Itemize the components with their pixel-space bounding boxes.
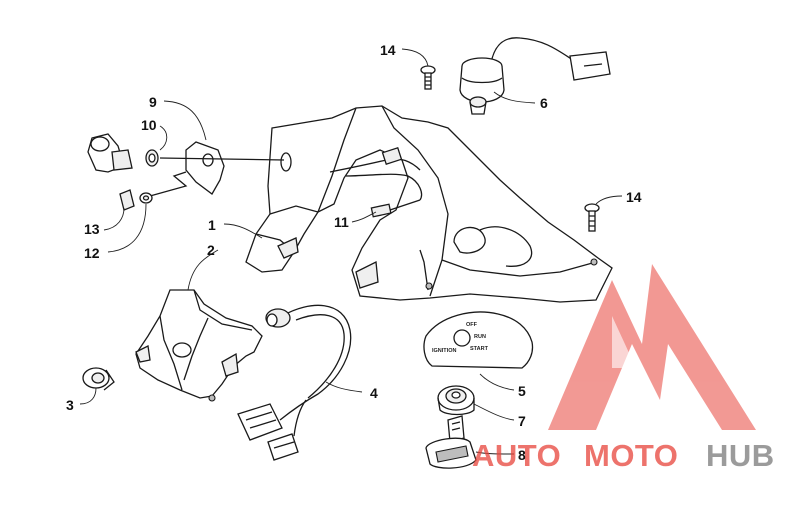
callout-14-top: 14 bbox=[380, 42, 396, 58]
callout-numbers: 9 10 13 12 1 2 3 4 11 6 14 14 5 7 8 bbox=[66, 42, 642, 463]
ignition-nut-part-7 bbox=[437, 385, 475, 416]
upper-console-part-1 bbox=[245, 105, 613, 303]
callout-6: 6 bbox=[540, 95, 548, 111]
callout-14-right: 14 bbox=[626, 189, 642, 205]
callout-12: 12 bbox=[84, 245, 100, 261]
label-ignition: IGNITION bbox=[432, 348, 456, 354]
watermark-text-hub: HUB bbox=[706, 438, 775, 473]
wiring-harness-part-11 bbox=[329, 147, 423, 218]
bracket-part-9 bbox=[149, 141, 285, 197]
wire-harness-part-4 bbox=[237, 304, 352, 461]
callout-9: 9 bbox=[149, 94, 157, 110]
ignition-plate-part-5: OFF RUN START IGNITION bbox=[423, 311, 534, 369]
callout-3: 3 bbox=[66, 397, 74, 413]
callout-5: 5 bbox=[518, 383, 526, 399]
cap-plug-part-3 bbox=[82, 367, 115, 391]
callout-4: 4 bbox=[370, 385, 378, 401]
ignition-key-part-8 bbox=[425, 415, 477, 469]
callout-7: 7 bbox=[518, 413, 526, 429]
screw-part-14-right bbox=[584, 203, 600, 232]
watermark-text-moto: MOTO bbox=[584, 438, 678, 473]
callout-2: 2 bbox=[207, 242, 215, 258]
callout-8: 8 bbox=[518, 447, 526, 463]
callout-10: 10 bbox=[141, 117, 157, 133]
label-run: RUN bbox=[474, 334, 486, 340]
leader-lines bbox=[79, 48, 623, 455]
callout-1: 1 bbox=[208, 217, 216, 233]
watermark-logo bbox=[548, 264, 756, 430]
callout-13: 13 bbox=[84, 221, 100, 237]
label-start: START bbox=[470, 346, 489, 352]
accessory-outlet-part-10 bbox=[87, 133, 159, 173]
watermark-text-auto: AUTO bbox=[472, 438, 561, 473]
callout-11: 11 bbox=[334, 214, 349, 230]
bezel-part-13 bbox=[119, 189, 135, 211]
watermark-text: AUTO MOTO HUB bbox=[472, 438, 775, 473]
label-off: OFF bbox=[466, 322, 478, 328]
lower-console-part-2 bbox=[135, 289, 263, 402]
nut-part-12 bbox=[139, 192, 153, 204]
screw-part-14-top bbox=[420, 65, 436, 90]
switch-part-6 bbox=[459, 37, 611, 115]
